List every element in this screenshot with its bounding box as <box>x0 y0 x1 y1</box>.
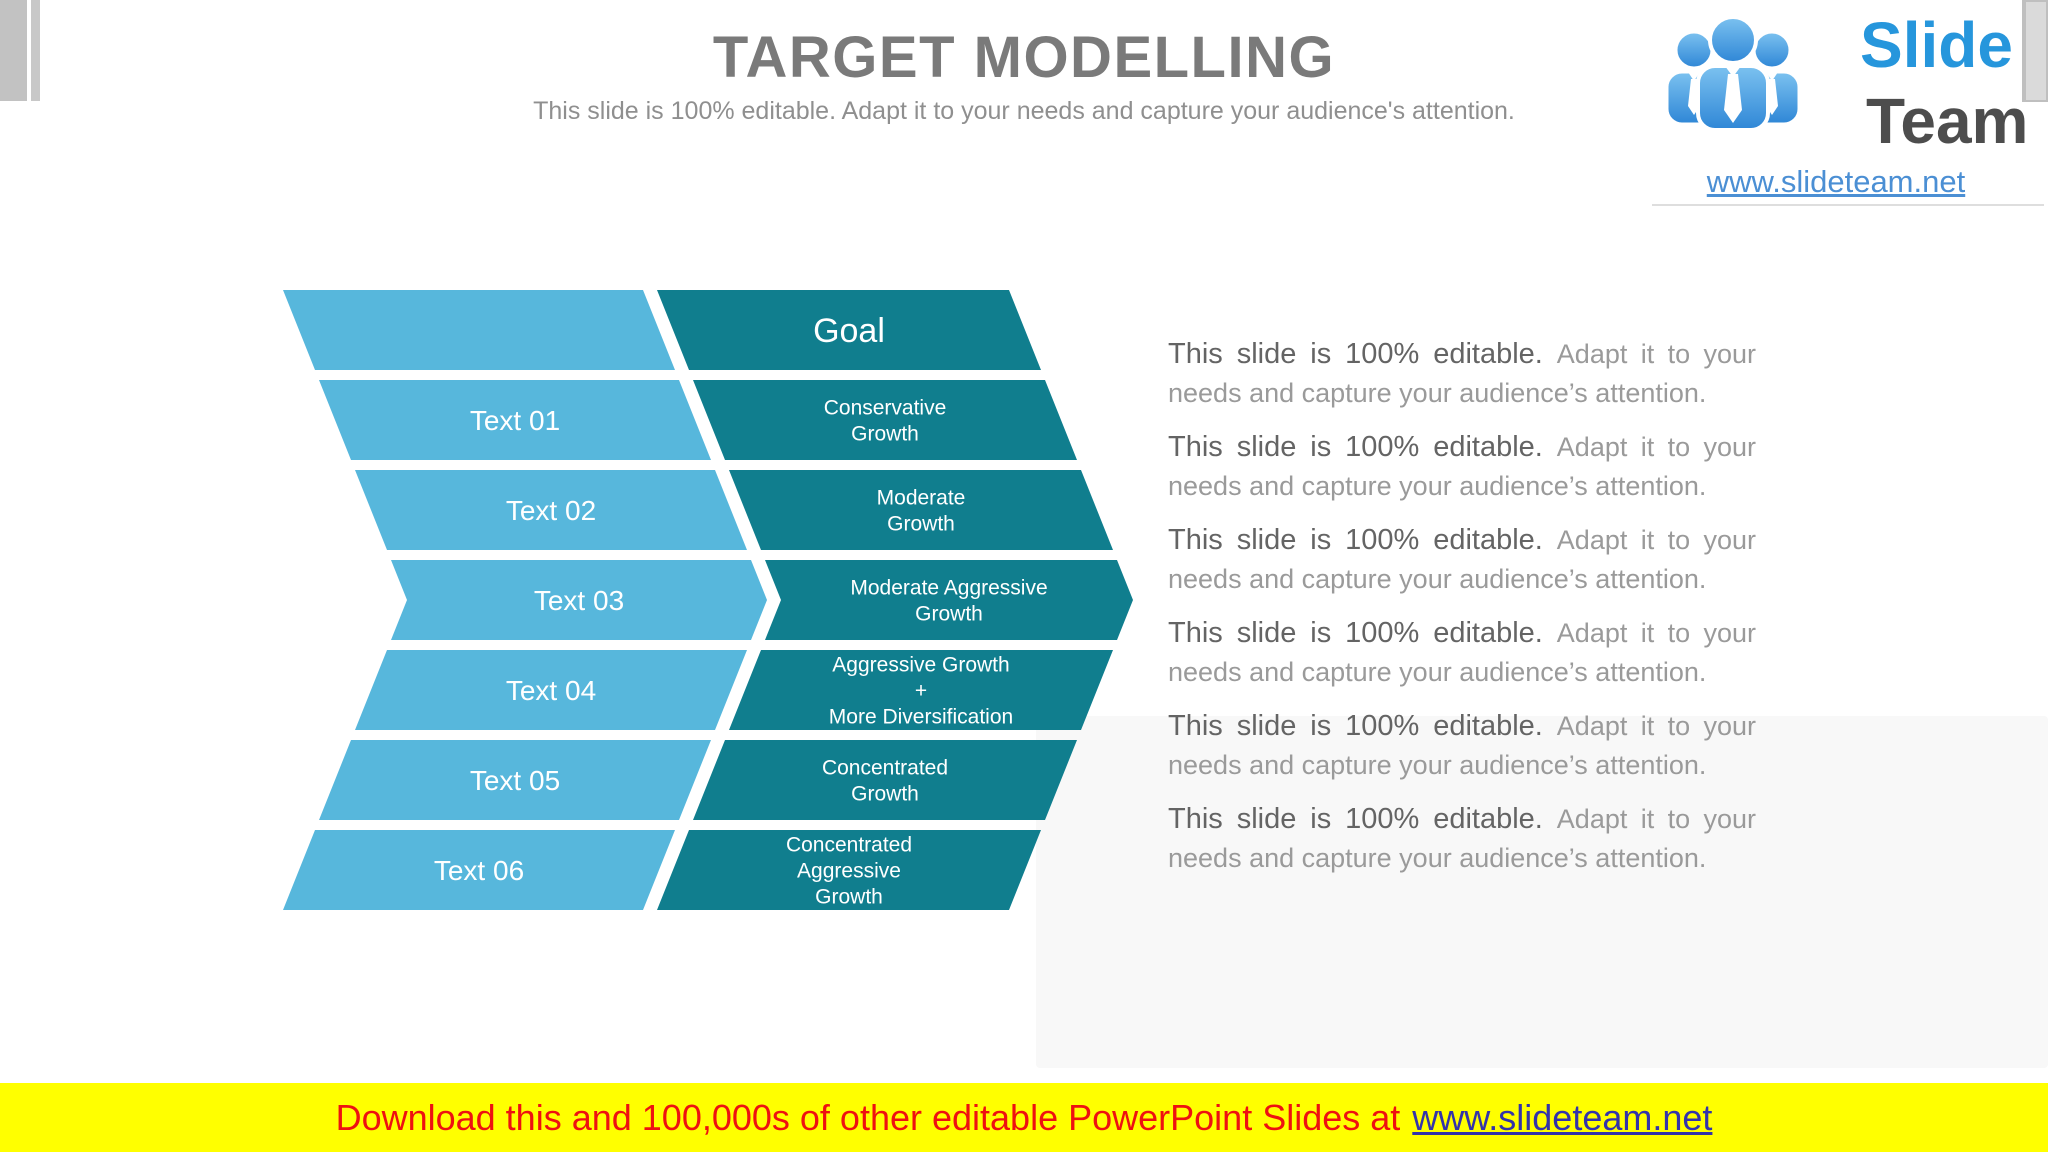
note-lead: This slide is 100% editable. <box>1168 803 1543 835</box>
note-tail: Adapt it to your <box>1556 525 1756 555</box>
left-edge-bar <box>0 0 27 101</box>
chevron-right-segment <box>729 470 1113 550</box>
chevron-left-label: Text 01 <box>470 405 560 436</box>
chevron-left-segment <box>319 740 711 820</box>
chevron-right-segment <box>657 830 1041 910</box>
chevron-right-segment <box>657 290 1041 370</box>
chevron-left-label: Text 03 <box>534 585 624 616</box>
background-shade-panel <box>1036 716 2048 1068</box>
editable-note-block: This slide is 100% editable. Adapt it to… <box>1168 524 1756 595</box>
chevron-left-label: Text 06 <box>434 855 524 886</box>
note-tail: Adapt it to your <box>1556 339 1756 369</box>
page-title: TARGET MODELLING <box>712 25 1336 90</box>
editable-note-block: This slide is 100% editable. Adapt it to… <box>1168 710 1756 781</box>
chevron-left-label: Text 04 <box>506 675 596 706</box>
banner-message: Download this and 100,000s of other edit… <box>335 1096 1401 1138</box>
chevron-right-segment <box>693 380 1077 460</box>
chevron-left-segment <box>355 650 747 730</box>
note-tail: Adapt it to your <box>1556 711 1756 741</box>
note-lead: This slide is 100% editable. <box>1168 431 1543 463</box>
logo-url-link[interactable]: www.slideteam.net <box>1706 164 1966 199</box>
scrollbar-thumb[interactable] <box>2026 2 2046 100</box>
chevron-right-label: Goal <box>813 312 885 350</box>
chevron-left-label: Text 02 <box>506 495 596 526</box>
slideteam-people-icon <box>1665 15 1801 132</box>
editable-note-block: This slide is 100% editable. Adapt it to… <box>1168 431 1756 502</box>
note-lead: This slide is 100% editable. <box>1168 617 1543 649</box>
banner-link[interactable]: www.slideteam.net <box>1412 1096 1713 1138</box>
note-line2: needs and capture your audience’s attent… <box>1168 657 1707 687</box>
note-line2: needs and capture your audience’s attent… <box>1168 564 1707 594</box>
logo-brand-slide: Slide <box>1860 9 2013 81</box>
note-line2: needs and capture your audience’s attent… <box>1168 750 1707 780</box>
note-line2: needs and capture your audience’s attent… <box>1168 378 1707 408</box>
download-banner: Download this and 100,000s of other edit… <box>0 1083 2048 1152</box>
editable-note-block: This slide is 100% editable. Adapt it to… <box>1168 338 1756 409</box>
chevron-right-segment <box>765 560 1133 640</box>
chevron-right-label: Aggressive Growth+More Diversification <box>829 654 1013 729</box>
note-lead: This slide is 100% editable. <box>1168 524 1543 556</box>
chevron-left-label: Text 05 <box>470 765 560 796</box>
chevron-left-segment <box>391 560 767 640</box>
note-lead: This slide is 100% editable. <box>1168 338 1543 370</box>
note-line2: needs and capture your audience’s attent… <box>1168 843 1707 873</box>
note-tail: Adapt it to your <box>1556 618 1756 648</box>
chevron-left-segment <box>355 470 747 550</box>
page-subtitle: This slide is 100% editable. Adapt it to… <box>533 97 1515 125</box>
note-lead: This slide is 100% editable. <box>1168 710 1543 742</box>
logo-brand-team: Team <box>1866 85 2029 157</box>
editable-note-block: This slide is 100% editable. Adapt it to… <box>1168 617 1756 688</box>
chevron-left-segment <box>283 290 675 370</box>
chevron-right-segment <box>693 740 1077 820</box>
editable-note-block: This slide is 100% editable. Adapt it to… <box>1168 803 1756 874</box>
logo-divider-line <box>1652 204 2044 206</box>
chevron-left-segment <box>319 380 711 460</box>
note-tail: Adapt it to your <box>1556 432 1756 462</box>
left-edge-bar-thin <box>31 0 40 101</box>
chevron-right-segment <box>729 650 1113 730</box>
note-line2: needs and capture your audience’s attent… <box>1168 471 1707 501</box>
note-tail: Adapt it to your <box>1556 804 1756 834</box>
chevron-left-segment <box>283 830 675 910</box>
